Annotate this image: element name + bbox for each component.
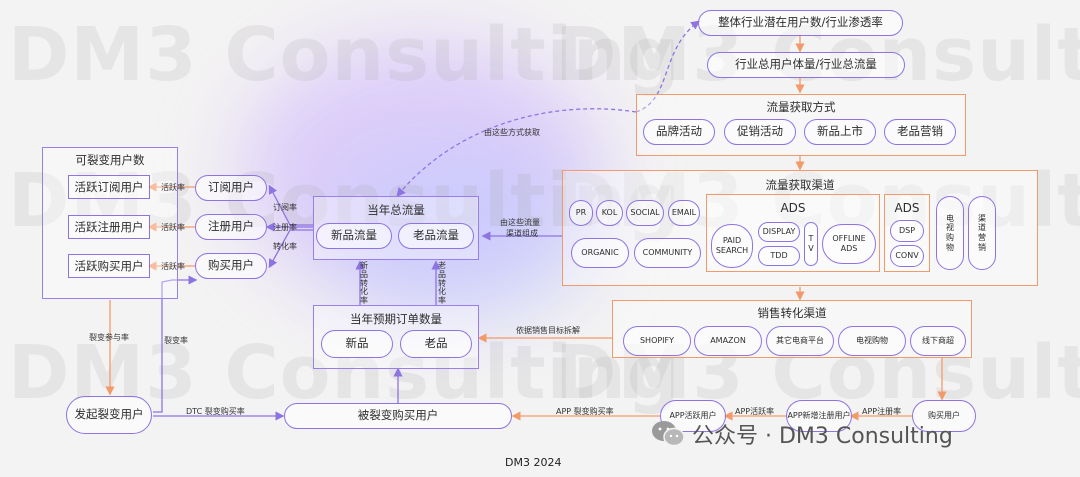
label-app-register-rate: APP注册率 xyxy=(862,407,902,416)
sales-other-ecommerce: 其它电商平台 xyxy=(766,326,834,356)
label-convert-rate: 转化率 xyxy=(273,242,297,251)
buyer-users: 购买用户 xyxy=(912,400,976,432)
fission-initiator: 发起裂变用户 xyxy=(66,396,152,434)
ads-group-2-title: ADS xyxy=(894,201,920,215)
fission-users-title: 可裂变用户数 xyxy=(75,153,145,167)
traffic-method-title: 流量获取方式 xyxy=(766,100,836,114)
label-app-fission: APP 裂变购买率 xyxy=(556,407,614,416)
channel-email: EMAIL xyxy=(668,200,700,226)
ads-offline: OFFLINE ADS xyxy=(822,224,876,264)
annual-orders-title: 当年预期订单数量 xyxy=(350,312,442,326)
method-promotion: 促销活动 xyxy=(724,119,796,145)
channel-community: COMMUNITY xyxy=(634,238,701,268)
channel-sales: 渠道营销 xyxy=(968,196,996,270)
fissioned-buyers: 被裂变购买用户 xyxy=(284,403,512,429)
label-register-rate: 注册率 xyxy=(273,223,297,232)
label-app-active-rate: APP活跃率 xyxy=(735,407,775,416)
active-registered: 活跃注册用户 xyxy=(68,215,150,239)
industry-potential-node: 整体行业潜在用户数/行业渗透率 xyxy=(698,10,903,36)
channel-tv-shopping: 电视购物 xyxy=(936,196,964,270)
label-old-conversion: 老品转化率 xyxy=(438,261,446,306)
footer-text: DM3 2024 xyxy=(505,456,562,469)
label-subscribe-rate: 订阅率 xyxy=(273,203,297,212)
total-traffic-title: 当年总流量 xyxy=(367,203,425,217)
label-active-rate-2: 活跃率 xyxy=(161,223,185,232)
registered-users: 注册用户 xyxy=(195,214,267,240)
ads-display: DISPLAY xyxy=(758,222,800,242)
watermark-1: DM3 Consulting xyxy=(8,12,681,98)
active-subscribers: 活跃订阅用户 xyxy=(68,175,150,199)
active-buyers: 活跃购买用户 xyxy=(68,254,150,278)
method-new-launch: 新品上市 xyxy=(804,119,876,145)
old-product-traffic: 老品流量 xyxy=(398,223,474,249)
traffic-channel-title: 流量获取渠道 xyxy=(765,178,835,192)
label-active-rate-3: 活跃率 xyxy=(161,262,185,271)
sales-shopify: SHOPIFY xyxy=(623,326,691,356)
sales-amazon: AMAZON xyxy=(694,326,762,356)
purchase-users: 购买用户 xyxy=(195,253,267,279)
label-from-channels-2: 渠道组成 xyxy=(506,229,538,238)
method-old-marketing: 老品营销 xyxy=(884,119,956,145)
sales-channel-title: 销售转化渠道 xyxy=(757,306,827,320)
ads-paid-search: PAID SEARCH xyxy=(711,224,753,268)
sales-tv-shopping: 电视购物 xyxy=(838,326,906,356)
method-brand-campaign: 品牌活动 xyxy=(643,119,715,145)
label-dtc-fission: DTC 裂变购买率 xyxy=(186,407,245,416)
ads-group-1-title: ADS xyxy=(780,201,806,215)
label-active-rate-1: 活跃率 xyxy=(161,183,185,192)
label-from-channels-1: 由这些流量 xyxy=(500,218,540,227)
orders-new-product: 新品 xyxy=(321,330,393,358)
label-fission-rate: 裂变率 xyxy=(164,336,188,345)
label-from-methods: 由这些方式获取 xyxy=(484,128,540,137)
orders-old-product: 老品 xyxy=(400,330,472,358)
new-product-traffic: 新品流量 xyxy=(316,223,392,249)
channel-organic: ORGANIC xyxy=(571,238,629,268)
ads-tv: T V xyxy=(804,222,818,266)
app-new-registered: APP新增注册用户 xyxy=(786,400,852,432)
industry-total-volume-node: 行业总用户体量/行业总流量 xyxy=(707,52,905,78)
subscribed-users: 订阅用户 xyxy=(195,175,267,201)
ads-conv: CONV xyxy=(890,245,924,267)
wechat-text: 公众号 · DM3 Consulting xyxy=(692,424,953,449)
channel-social: SOCIAL xyxy=(626,200,664,226)
channel-pr: PR xyxy=(569,200,593,226)
wechat-icon xyxy=(652,421,685,447)
wechat-watermark: 公众号 · DM3 Consulting xyxy=(650,418,953,450)
ads-tdd: TDD xyxy=(758,246,800,266)
channel-kol: KOL xyxy=(596,200,623,226)
label-new-conversion: 新品转化率 xyxy=(360,261,368,306)
background-glow-purple xyxy=(240,40,600,300)
sales-offline-store: 线下商超 xyxy=(910,326,966,356)
label-split-by-target: 依据销售目标拆解 xyxy=(516,326,580,335)
ads-dsp: DSP xyxy=(890,220,924,242)
label-fission-participation: 裂变参与率 xyxy=(89,333,129,342)
